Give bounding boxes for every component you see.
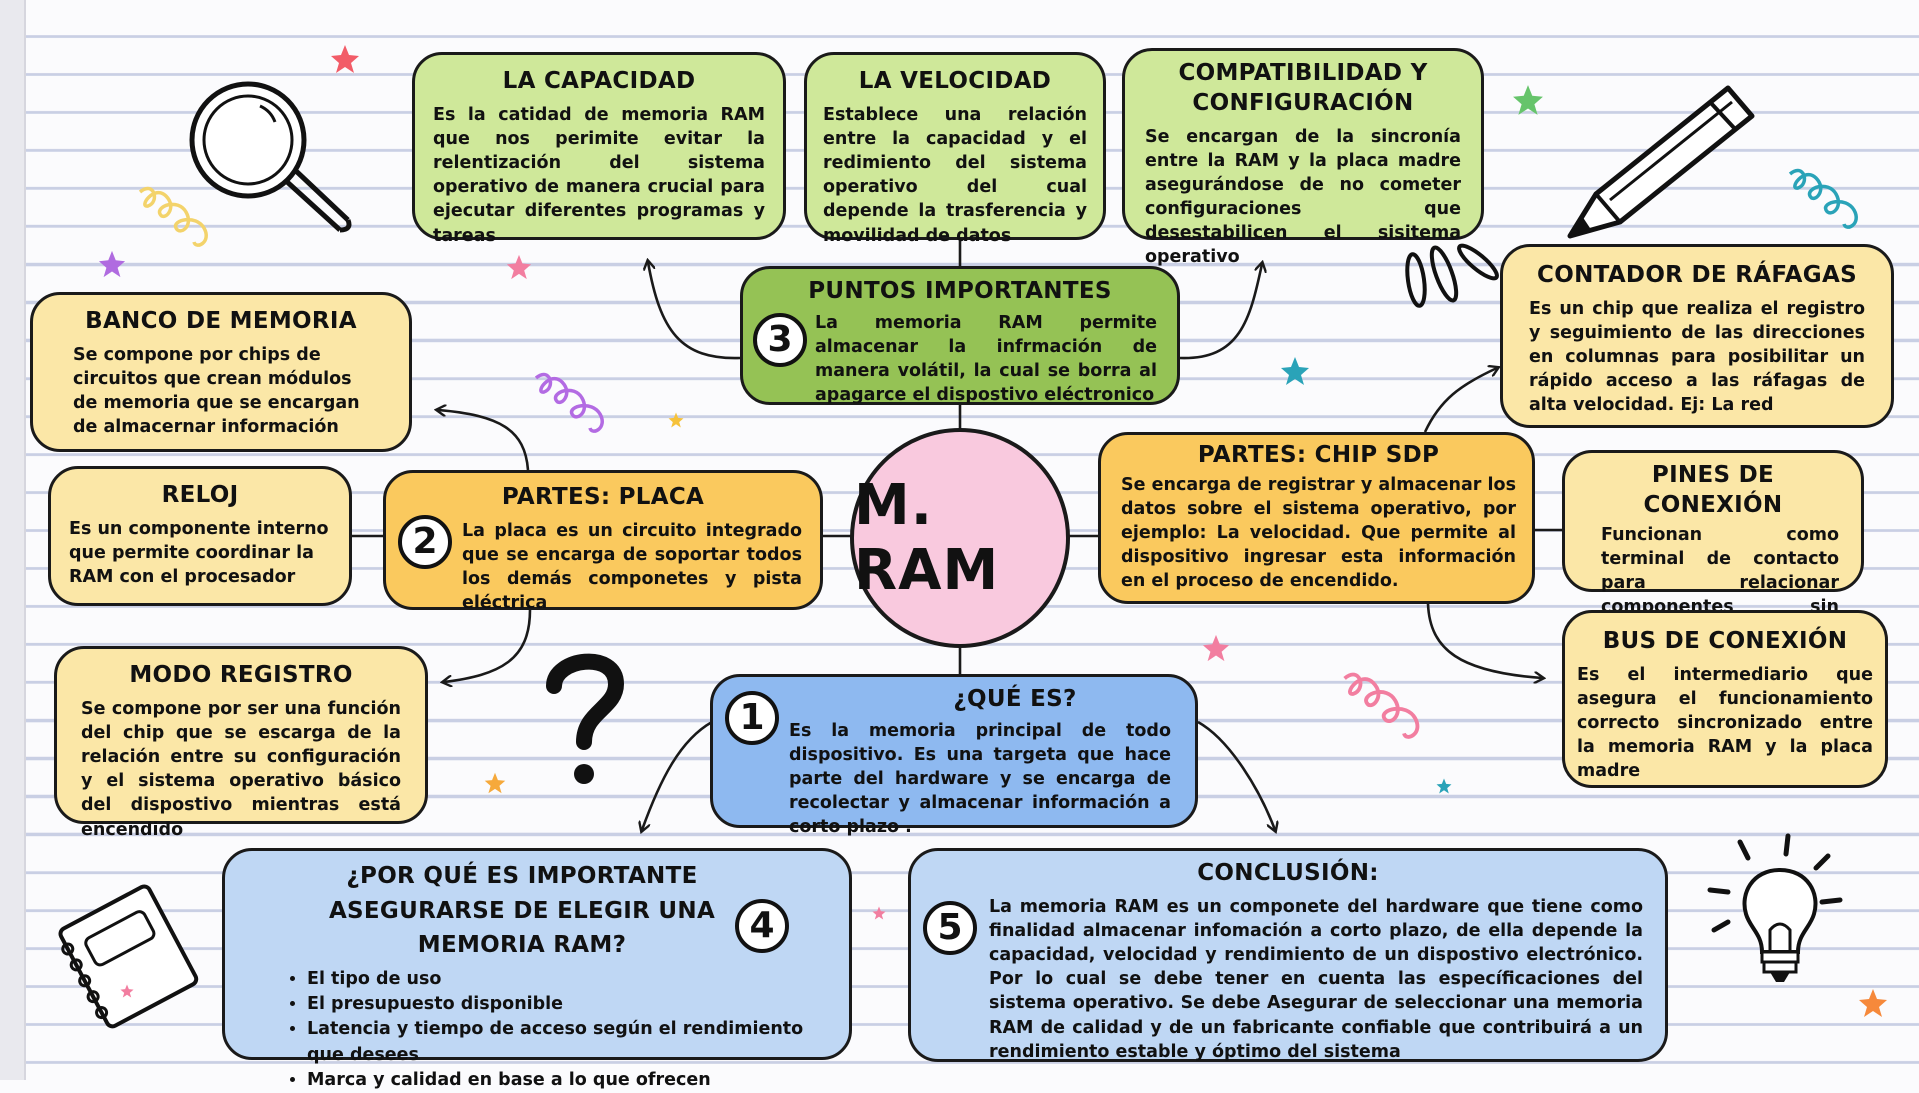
card-text: Se compone por chips de circuitos que cr…: [73, 343, 369, 440]
card-partes-placa: PARTES: PLACA La placa es un circuito in…: [383, 470, 823, 610]
squiggle-icon: [530, 364, 630, 444]
star-icon: [1512, 84, 1544, 116]
number-badge: 4: [735, 899, 789, 953]
card-bus-conexion: BUS DE CONEXIÓN Es el intermediario que …: [1562, 610, 1888, 788]
number-badge: 3: [753, 313, 807, 367]
arrow-to-contador: [1425, 368, 1497, 432]
card-title: ¿POR QUÉ ES IMPORTANTE ASEGURARSE DE ELE…: [283, 859, 761, 963]
question-mark-icon: [540, 650, 630, 790]
arrow-to-registro: [444, 610, 530, 682]
arrow-to-banco: [438, 410, 528, 470]
card-title: COMPATIBILIDAD Y CONFIGURACIÓN: [1167, 59, 1439, 119]
card-por-que-importante: ¿POR QUÉ ES IMPORTANTE ASEGURARSE DE ELE…: [222, 848, 852, 1060]
arrow-to-conclusion: [1198, 722, 1275, 830]
card-contador-rafagas: CONTADOR DE RÁFAGAS Es un chip que reali…: [1500, 244, 1894, 428]
number-badge: 1: [725, 691, 779, 745]
card-title: BANCO DE MEMORIA: [73, 307, 369, 337]
star-icon: [1202, 634, 1230, 662]
squiggle-icon: [134, 178, 234, 258]
card-title: LA CAPACIDAD: [433, 67, 765, 97]
card-conclusion: CONCLUSIÓN: La memoria RAM es un compone…: [908, 848, 1668, 1062]
center-node: M. RAM: [850, 428, 1070, 648]
list-item: Latencia y tiempo de acceso según el ren…: [307, 1017, 809, 1068]
arrow-to-compatibilidad: [1180, 264, 1262, 358]
star-icon: [668, 412, 684, 428]
center-title: M. RAM: [854, 473, 1066, 603]
squiggle-icon: [1784, 160, 1884, 240]
arrow-to-capacidad: [648, 262, 740, 358]
card-title: PARTES: CHIP SDP: [1121, 441, 1516, 471]
card-title: PUNTOS IMPORTANTES: [763, 277, 1157, 307]
card-pines-conexion: PINES DE CONEXIÓN Funcionan como termina…: [1562, 450, 1864, 592]
star-icon: [1436, 778, 1452, 794]
card-compatibilidad: COMPATIBILIDAD Y CONFIGURACIÓN Se encarg…: [1122, 48, 1484, 240]
number-badge: 2: [398, 515, 452, 569]
card-que-es: ¿QUÉ ES? Es la memoria principal de todo…: [710, 674, 1198, 828]
card-reloj: RELOJ Es un componente interno que permi…: [48, 466, 352, 606]
star-icon: [98, 250, 126, 278]
card-text: Es un componente interno que permite coo…: [69, 517, 331, 589]
card-puntos-importantes: PUNTOS IMPORTANTES La memoria RAM permit…: [740, 266, 1180, 405]
list-item: El tipo de uso: [307, 967, 809, 992]
list-item: Marca y calidad en base a lo que ofrecen: [307, 1068, 809, 1093]
card-text: Se compone por ser una función del chip …: [81, 697, 401, 842]
card-text: Establece una relación entre la capacida…: [823, 103, 1087, 248]
star-icon: [1280, 356, 1310, 386]
star-icon: [120, 984, 134, 998]
card-title: PINES DE CONEXIÓN: [1587, 461, 1839, 521]
list-item: El presupuesto disponible: [307, 992, 809, 1017]
card-partes-chip: PARTES: CHIP SDP Se encarga de registrar…: [1098, 432, 1535, 604]
reasons-list: El tipo de uso El presupuesto disponible…: [283, 967, 809, 1093]
pencil-icon: [1560, 76, 1760, 246]
card-title: CONTADOR DE RÁFAGAS: [1529, 261, 1865, 291]
star-icon: [506, 254, 532, 280]
star-icon: [484, 772, 506, 794]
speech-lines-icon: [1400, 240, 1510, 310]
squiggle-icon: [1338, 662, 1448, 752]
star-icon: [872, 906, 886, 920]
card-text: Es la memoria principal de todo disposit…: [789, 719, 1171, 840]
card-text: Se encarga de registrar y almacenar los …: [1121, 473, 1516, 594]
card-capacidad: LA CAPACIDAD Es la catidad de memoria RA…: [412, 52, 786, 240]
card-title: LA VELOCIDAD: [823, 67, 1087, 97]
card-text: Es un chip que realiza el registro y seg…: [1529, 297, 1865, 418]
card-text: La memoria RAM permite almacenar la infr…: [815, 311, 1157, 408]
lightbulb-icon: [1700, 830, 1860, 1000]
card-text: La memoria RAM es un componete del hardw…: [989, 895, 1643, 1064]
arrow-to-porque: [642, 722, 712, 830]
card-banco-memoria: BANCO DE MEMORIA Se compone por chips de…: [30, 292, 412, 452]
card-text: Es la catidad de memoria RAM que nos per…: [433, 103, 765, 248]
card-velocidad: LA VELOCIDAD Establece una relación entr…: [804, 52, 1106, 240]
notebook-icon: [56, 880, 206, 1030]
card-title: PARTES: PLACA: [404, 483, 802, 513]
card-title: MODO REGISTRO: [81, 661, 401, 691]
number-badge: 5: [923, 901, 977, 955]
star-icon: [330, 44, 360, 74]
star-icon: [1858, 988, 1888, 1018]
card-modo-registro: MODO REGISTRO Se compone por ser una fun…: [54, 646, 428, 824]
card-text: La placa es un circuito integrado que se…: [462, 519, 802, 616]
card-text: Es el intermediario que asegura el funci…: [1577, 663, 1873, 784]
card-title: CONCLUSIÓN:: [933, 859, 1643, 889]
card-title: ¿QUÉ ES?: [859, 685, 1171, 715]
card-title: BUS DE CONEXIÓN: [1577, 627, 1873, 657]
card-title: RELOJ: [69, 481, 331, 511]
